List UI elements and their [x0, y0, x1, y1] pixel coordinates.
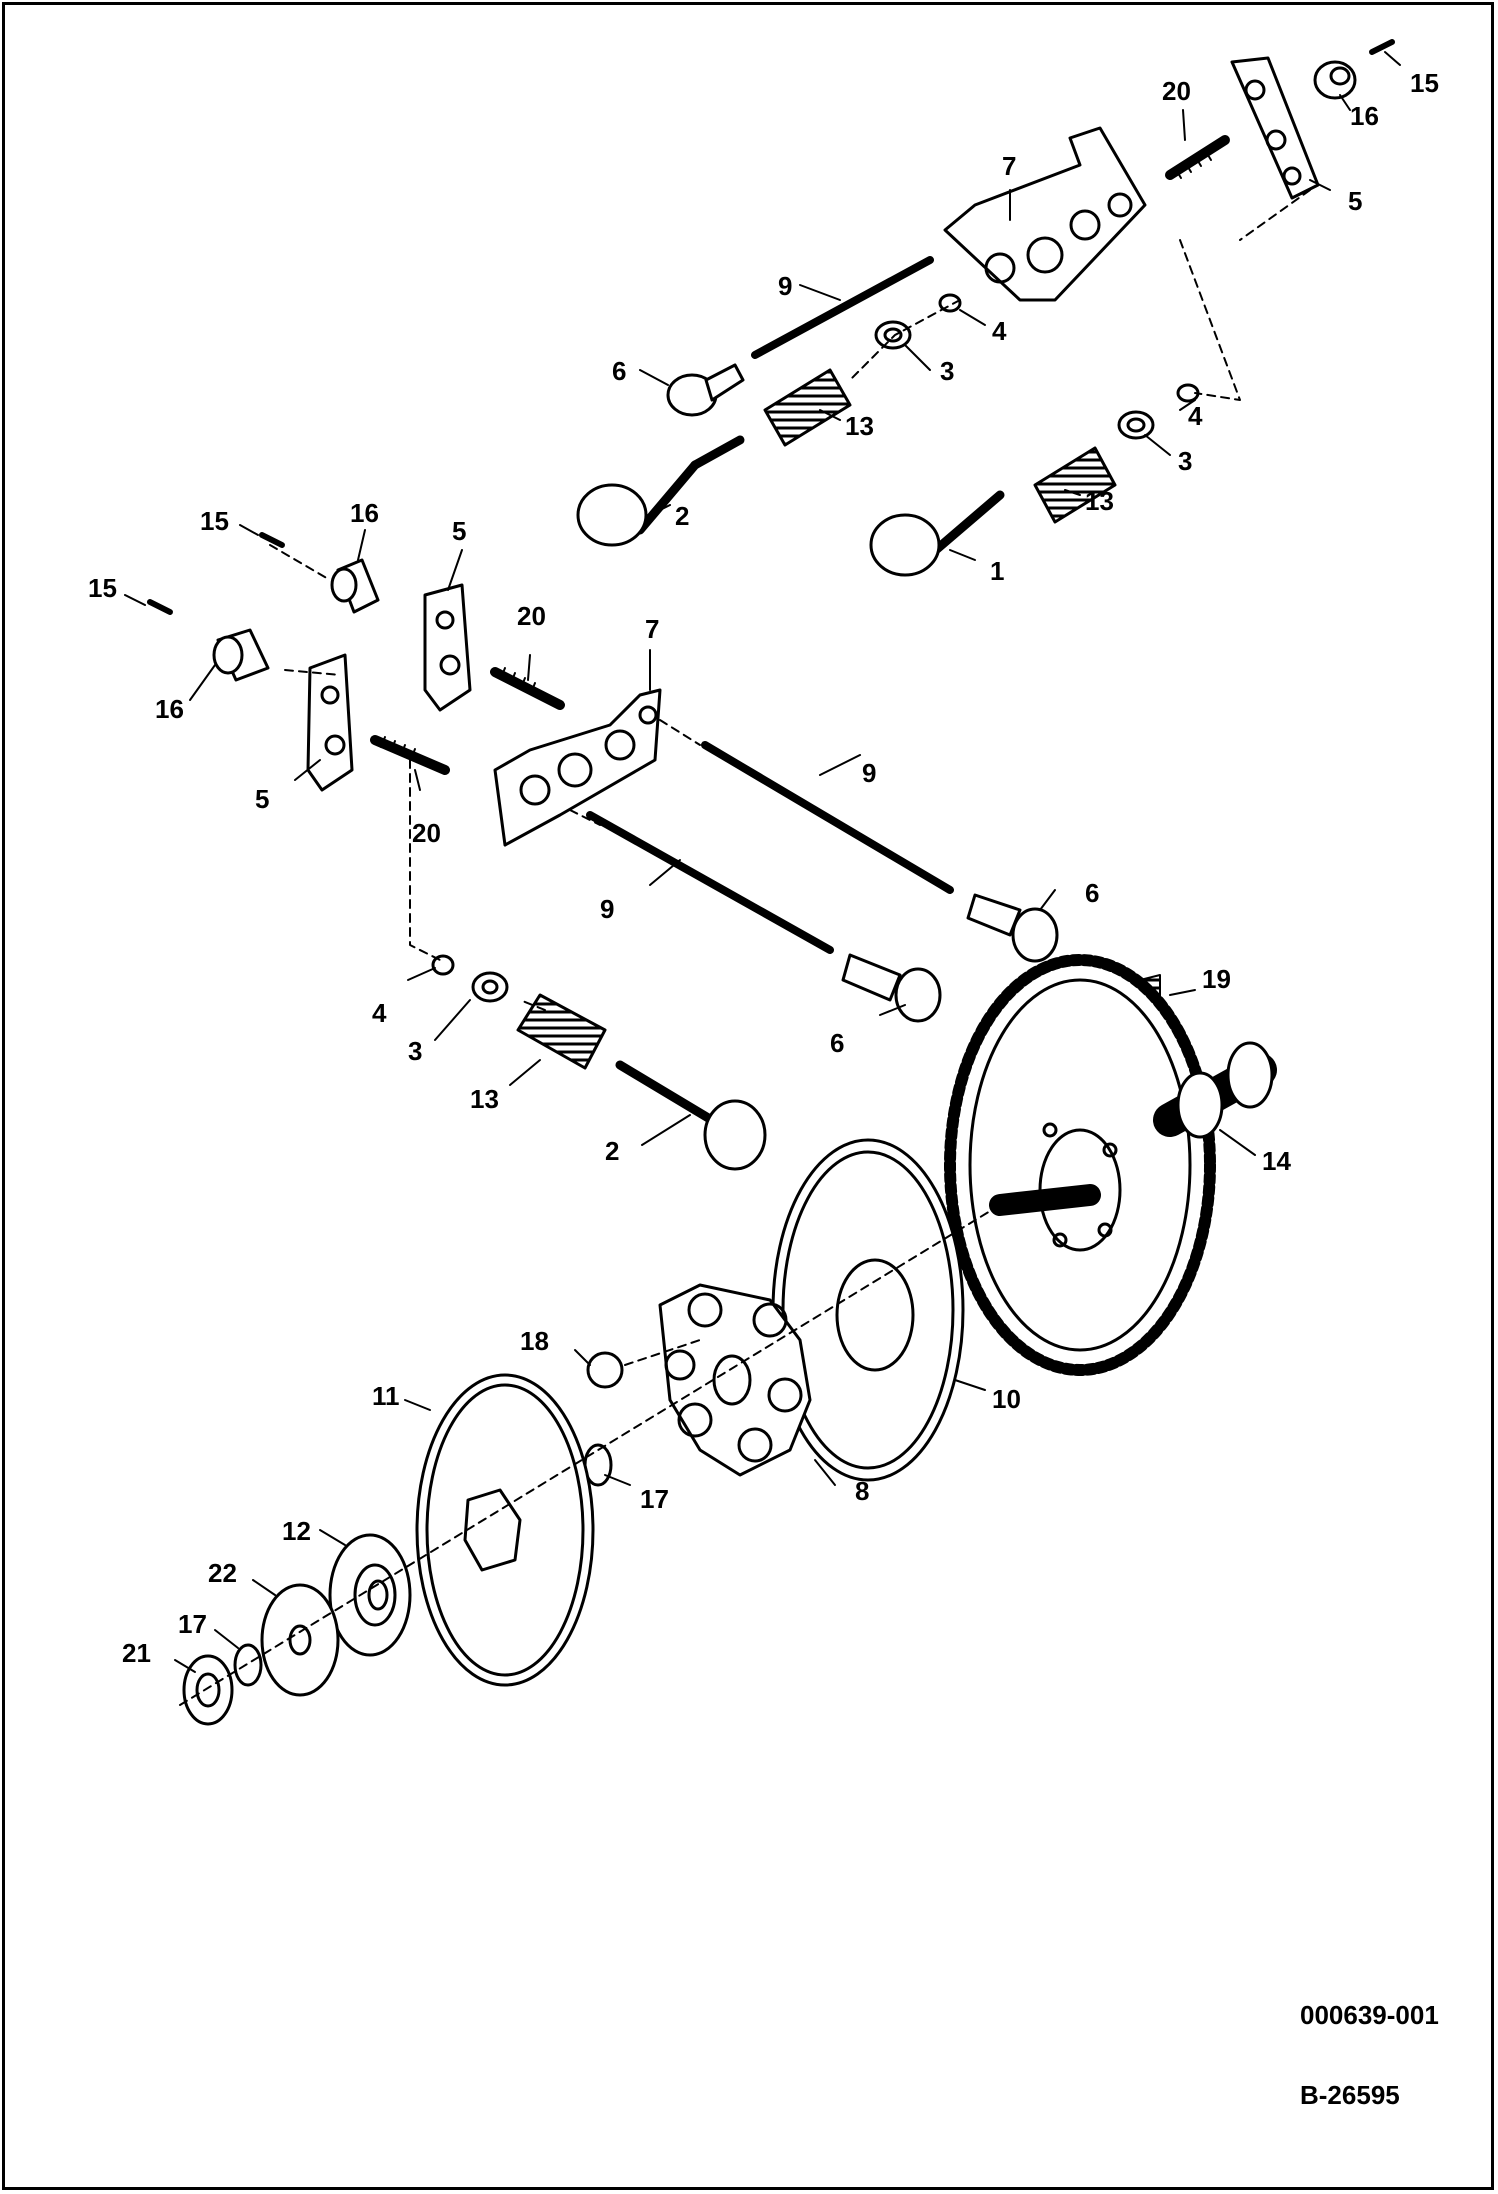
callout-label: 22 [208, 1558, 237, 1588]
camshaft-body [1153, 1041, 1277, 1139]
callout-label: 20 [517, 601, 546, 631]
callout-label: 20 [1162, 76, 1191, 106]
spring-retainer-top-a [874, 320, 912, 350]
guide-plate-top [943, 126, 1147, 302]
rocker-stud-top-right [1165, 135, 1230, 180]
rocker-arm-mid-a [423, 583, 472, 712]
callout-label: 13 [845, 411, 874, 441]
rocker-stud-left [370, 735, 450, 775]
callout-label: 6 [830, 1028, 844, 1058]
valve-keeper-mid [431, 954, 455, 976]
tappet-mid-b [841, 953, 942, 1023]
callout-label: 4 [372, 998, 387, 1028]
callout-label: 5 [255, 784, 269, 814]
adjust-bolt-mid-b [147, 599, 173, 615]
governor-weight-holder [658, 1283, 812, 1477]
callout-label: 2 [605, 1136, 619, 1166]
callout-label: 1 [990, 556, 1004, 586]
callout-label: 4 [992, 316, 1007, 346]
callout-label: 10 [992, 1384, 1021, 1414]
callout-label: 5 [452, 516, 466, 546]
valve-exhaust-mid [615, 1060, 767, 1171]
end-washer [182, 1654, 234, 1726]
callout-label: 9 [862, 758, 876, 788]
callout-label: 19 [1202, 964, 1231, 994]
callout-label: 17 [178, 1609, 207, 1639]
camshaft-gear [944, 954, 1216, 1376]
callout-label: 21 [122, 1638, 151, 1668]
valve-spring-top-a [763, 368, 852, 447]
callout-label: 3 [408, 1036, 422, 1066]
callout-label: 13 [1085, 486, 1114, 516]
callout-label: 9 [778, 271, 792, 301]
valve-intake [869, 490, 1005, 577]
valve-spring-mid [516, 993, 607, 1070]
callout-label: 11 [372, 1381, 400, 1411]
callout-label: 18 [520, 1326, 549, 1356]
guide-plate-mid [493, 688, 662, 847]
callout-label: 16 [1350, 101, 1379, 131]
callout-label: 7 [1002, 151, 1016, 181]
rocker-stud-mid [490, 667, 565, 710]
push-rod-top [751, 256, 934, 359]
callout-label: 15 [200, 506, 229, 536]
rocker-nut-top-right [1313, 60, 1357, 100]
steel-ball [586, 1351, 624, 1389]
callout-label: 14 [1262, 1146, 1291, 1176]
callout-label: 20 [412, 818, 441, 848]
valve-exhaust-top [576, 435, 745, 547]
callout-label: 2 [675, 501, 689, 531]
adjust-bolt-mid-a [259, 532, 285, 548]
callout-label: 17 [640, 1484, 669, 1514]
callout-label: 3 [1178, 446, 1192, 476]
spring-retainer-mid [471, 971, 509, 1003]
push-rod-mid-b [586, 811, 834, 954]
governor-sleeve-plate [415, 1373, 595, 1687]
callout-label: 9 [600, 894, 614, 924]
tappet-mid-a [966, 893, 1059, 963]
callout-label: 12 [282, 1516, 311, 1546]
rocker-arm-mid-b [306, 653, 354, 792]
rocker-nut-mid-a [330, 558, 380, 614]
callout-label: 7 [645, 614, 659, 644]
callout-label: 15 [88, 573, 117, 603]
callout-label: 3 [940, 356, 954, 386]
push-rod-mid-a [701, 741, 954, 894]
adjust-bolt-top-right [1369, 39, 1395, 55]
governor-plate [771, 1138, 965, 1482]
callout-label: 4 [1188, 401, 1203, 431]
drawing-number: 000639-001 [1300, 2000, 1439, 2030]
callout-label: 6 [1085, 878, 1099, 908]
callout-label: 8 [855, 1476, 869, 1506]
callout-label: 6 [612, 356, 626, 386]
valve-spring-top-b [1033, 446, 1117, 524]
callout-label: 15 [1410, 68, 1439, 98]
tappet-top [666, 363, 745, 417]
snap-ring-b [233, 1643, 263, 1687]
callout-label: 13 [470, 1084, 499, 1114]
thrust-washer [328, 1533, 412, 1657]
callout-label: 16 [155, 694, 184, 724]
figure-code: B-26595 [1300, 2080, 1400, 2110]
spring-retainer-top-b [1117, 410, 1155, 440]
shim-washer [260, 1583, 340, 1697]
rocker-nut-mid-b [212, 628, 270, 682]
callout-label: 5 [1348, 186, 1362, 216]
callout-label: 16 [350, 498, 379, 528]
rocker-arm-top-right [1230, 56, 1320, 200]
